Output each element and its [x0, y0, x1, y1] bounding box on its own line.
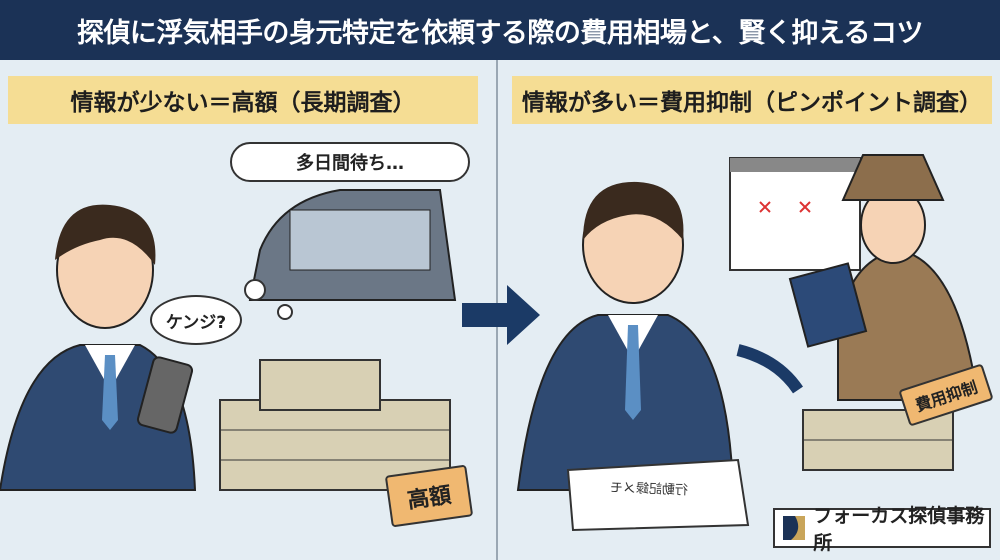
notebook-text: 行動記録メモ: [609, 480, 689, 499]
left-illustration: [0, 189, 457, 491]
detective-illustration: [788, 154, 980, 401]
calm-man-illustration: [516, 181, 735, 491]
arrow-right-icon: [462, 285, 540, 345]
right-illustration: [516, 154, 980, 532]
car-illustration: [248, 189, 457, 301]
right-label: 情報が多い＝費用抑制（ピンポイント調査）: [512, 76, 992, 124]
logo-name: フォーカス探偵事務所: [813, 505, 985, 554]
thought-bubble: 多日間待ち…: [230, 142, 470, 182]
money-stacks-illustration: [219, 359, 451, 491]
calendar-illustration: [729, 157, 861, 271]
left-label: 情報が少ない＝高額（長期調査）: [8, 76, 478, 124]
thought-bubble-tail: [244, 279, 293, 320]
page-title: 探偵に浮気相手の身元特定を依頼する際の費用相場と、賢く抑えるコツ: [0, 0, 1000, 60]
speech-bubble: ケンジ?: [150, 295, 242, 345]
logo-mark-icon: [783, 516, 806, 540]
notebook-illustration: [566, 458, 750, 532]
arrow-down-icon: [736, 344, 803, 394]
worried-man-illustration: [0, 204, 197, 491]
logo: フォーカス探偵事務所: [773, 505, 991, 554]
